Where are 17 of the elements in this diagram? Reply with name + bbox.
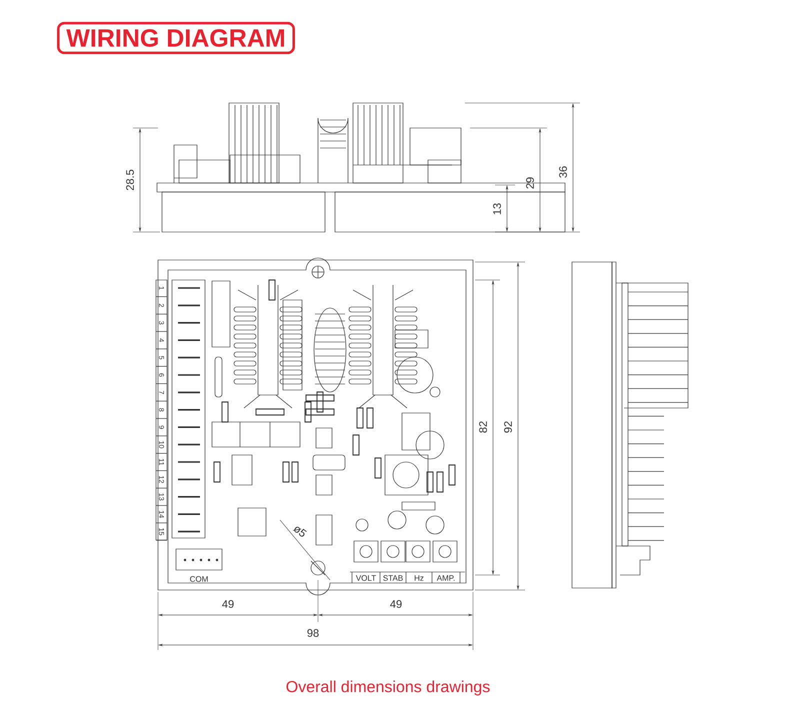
caption: Overall dimensions drawings [286,680,490,696]
dimension-label: ø5 [292,526,307,537]
dimension-label: 49 [390,600,402,608]
connector-label: COM [190,576,208,582]
dimension-label: 13 [493,203,501,214]
title-box: WIRING DIAGRAM [57,22,295,54]
dimension-label: 28.5 [126,170,134,190]
dimension-label: 36 [559,166,567,178]
dimension-label: 92 [504,421,512,433]
dimension-label: 49 [222,600,234,608]
potentiometer-label: AMP. [436,575,455,581]
potentiometer-label: Hz [414,575,424,581]
potentiometer-label: STAB [383,575,403,581]
dimension-label: 29 [526,177,534,189]
potentiometer-label: VOLT [356,575,376,581]
dimension-label: 82 [479,421,487,433]
dimension-label: 98 [307,629,319,637]
